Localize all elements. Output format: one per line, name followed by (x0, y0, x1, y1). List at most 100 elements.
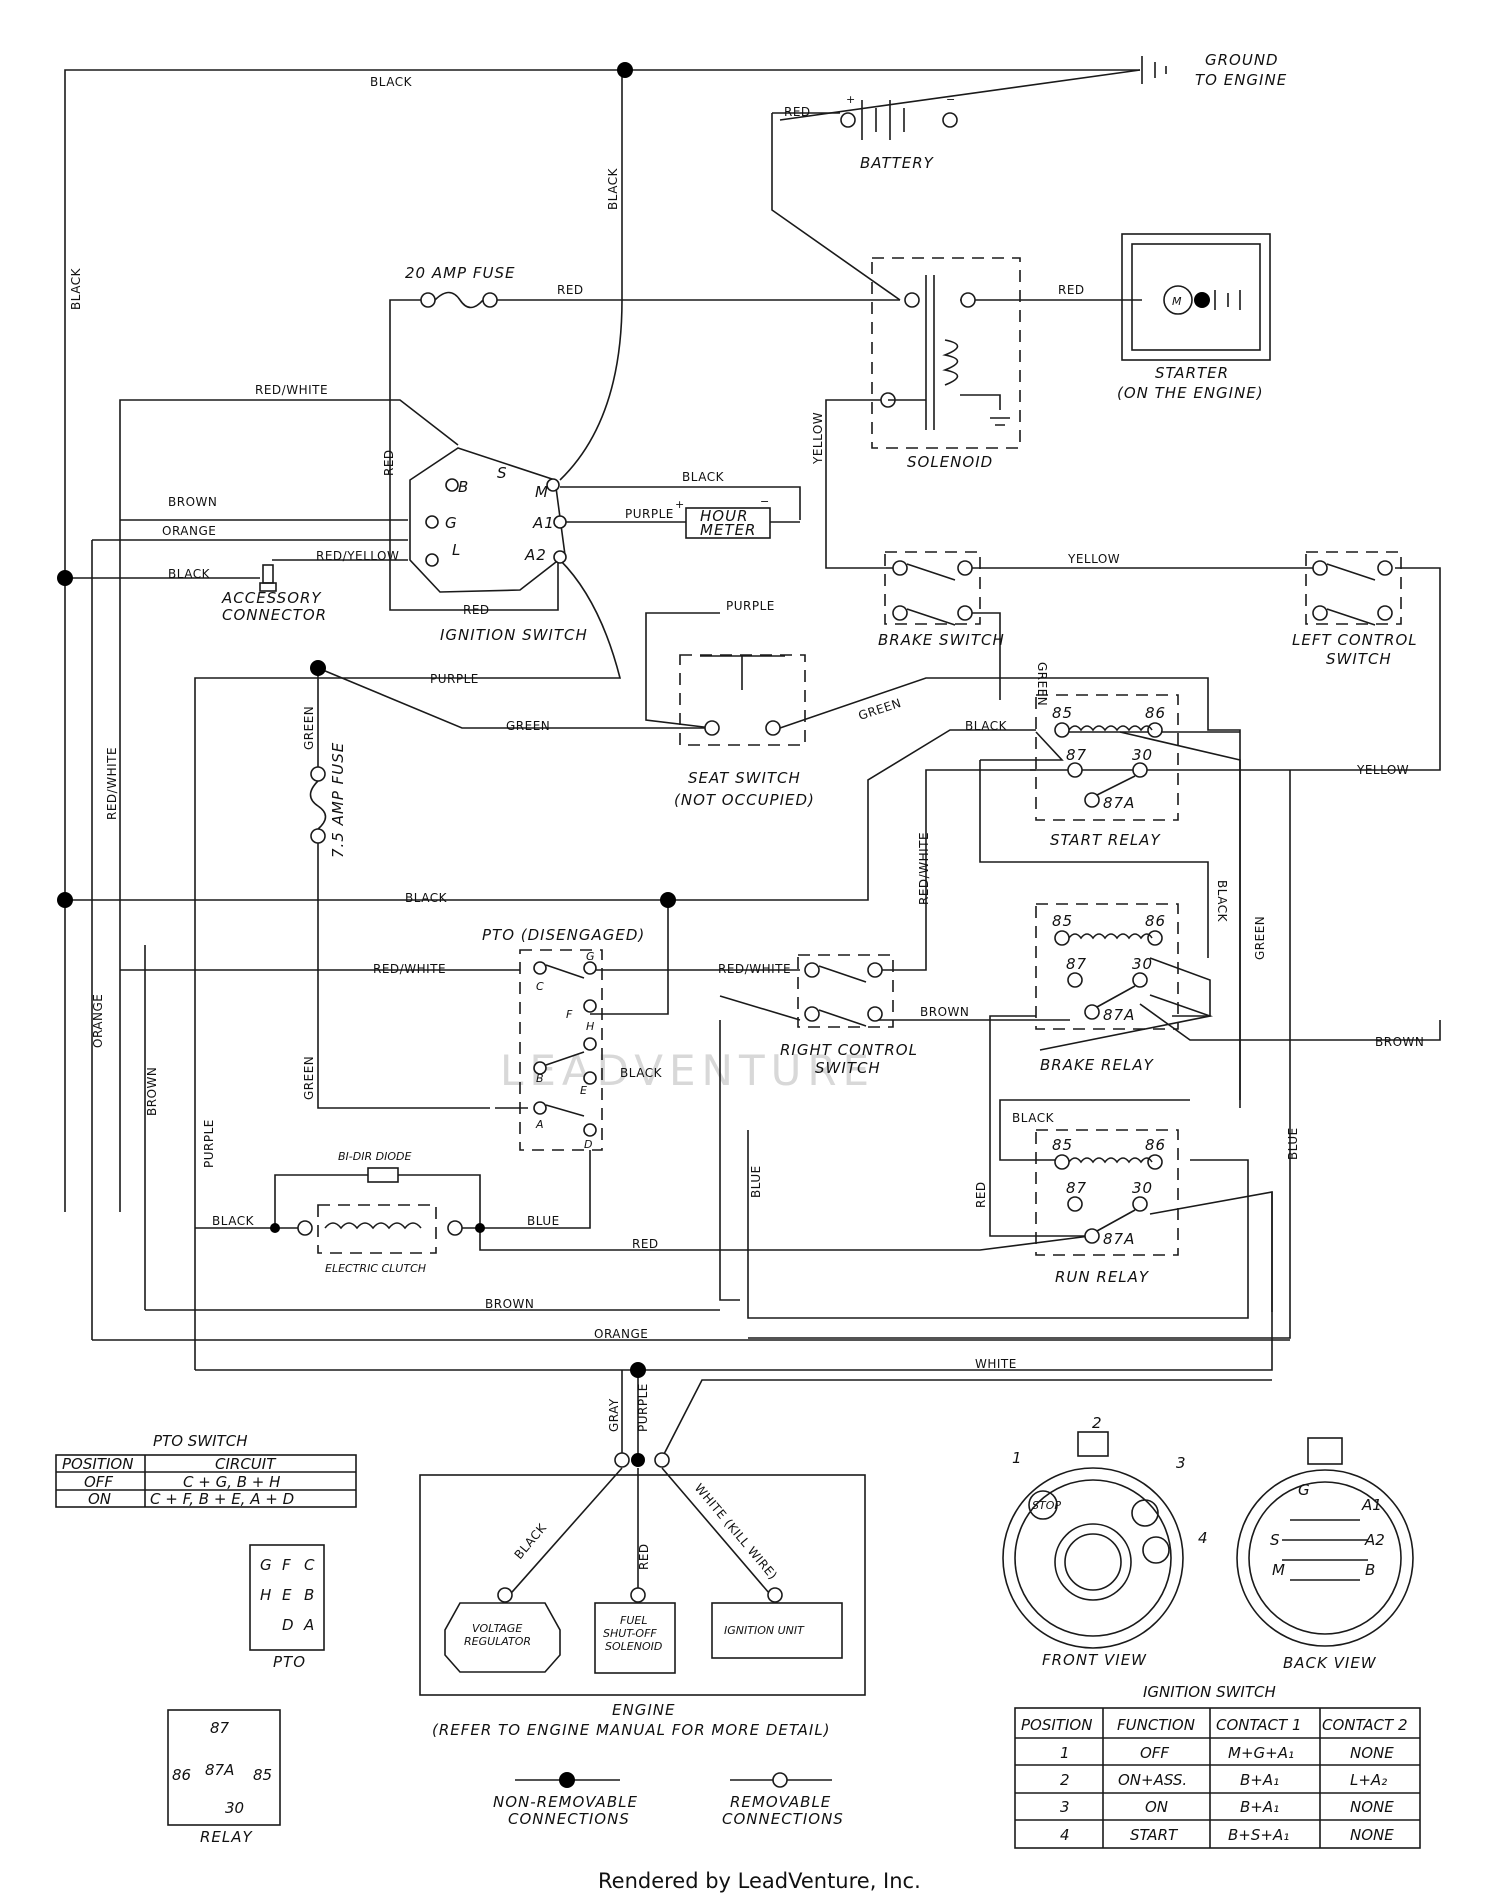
svg-text:STARTER: STARTER (1155, 364, 1229, 382)
svg-text:L: L (452, 541, 461, 559)
svg-text:ACCESSORY: ACCESSORY (221, 589, 322, 607)
hour-meter: + − HOUR METER (675, 495, 771, 539)
relay-pinout: 87 86 87A 85 30 RELAY (167, 1709, 281, 1846)
svg-text:ON: ON (88, 1490, 111, 1508)
svg-text:A2: A2 (1364, 1531, 1385, 1549)
svg-text:POSITION: POSITION (1021, 1716, 1092, 1734)
svg-text:1: 1 (1060, 1744, 1070, 1762)
svg-text:4: 4 (1198, 1529, 1208, 1547)
svg-text:(REFER TO ENGINE MANUAL FOR MO: (REFER TO ENGINE MANUAL FOR MORE DETAIL) (432, 1721, 831, 1739)
svg-text:85: 85 (253, 1766, 272, 1784)
brake-relay: 85 86 87 30 87A BRAKE RELAY (1035, 903, 1179, 1074)
svg-text:CIRCUIT: CIRCUIT (215, 1455, 277, 1473)
svg-text:S: S (497, 464, 508, 482)
svg-text:PTO (DISENGAGED): PTO (DISENGAGED) (482, 926, 645, 944)
brake-switch: BRAKE SWITCH (878, 551, 1005, 649)
svg-text:START RELAY: START RELAY (1050, 831, 1161, 849)
svg-text:M+G+A₁: M+G+A₁ (1228, 1744, 1294, 1762)
svg-text:B: B (1365, 1561, 1375, 1579)
svg-text:C + F, B + E, A + D: C + F, B + E, A + D (150, 1490, 294, 1508)
svg-text:SWITCH: SWITCH (1326, 650, 1392, 668)
svg-text:86: 86 (172, 1766, 191, 1784)
svg-text:ENGINE: ENGINE (612, 1701, 675, 1719)
svg-text:RED: RED (1058, 283, 1085, 297)
svg-text:GREEN: GREEN (302, 706, 316, 750)
ignition-switch-table: IGNITION SWITCH POSITION FUNCTION CONTAC… (1014, 1683, 1421, 1849)
svg-text:M: M (535, 483, 549, 501)
fuse-20-amp: 20 AMP FUSE (405, 264, 515, 309)
svg-text:BLACK: BLACK (1012, 1111, 1055, 1125)
svg-text:PTO SWITCH: PTO SWITCH (153, 1432, 247, 1450)
svg-text:VOLTAGE: VOLTAGE (472, 1622, 522, 1635)
engine-box: VOLTAGE REGULATOR FUEL SHUT-OFF SOLENOID… (419, 1452, 866, 1739)
svg-text:TO ENGINE: TO ENGINE (1195, 71, 1287, 89)
svg-text:RED/WHITE: RED/WHITE (718, 962, 791, 976)
svg-text:BI-DIR DIODE: BI-DIR DIODE (338, 1150, 411, 1163)
svg-text:+: + (846, 93, 855, 106)
svg-text:BLACK: BLACK (212, 1214, 255, 1228)
svg-text:RED/WHITE: RED/WHITE (373, 962, 446, 976)
svg-text:C + G, B + H: C + G, B + H (183, 1473, 280, 1491)
svg-text:RED: RED (784, 105, 811, 119)
svg-text:20 AMP FUSE: 20 AMP FUSE (405, 264, 515, 282)
svg-text:85: 85 (1052, 1136, 1073, 1154)
svg-text:SEAT SWITCH: SEAT SWITCH (688, 769, 801, 787)
svg-text:OFF: OFF (1140, 1744, 1169, 1762)
svg-text:30: 30 (1132, 746, 1153, 764)
svg-text:L+A₂: L+A₂ (1350, 1771, 1387, 1789)
svg-text:RED: RED (382, 449, 396, 476)
svg-text:SHUT-OFF: SHUT-OFF (603, 1627, 657, 1640)
svg-text:ON+ASS.: ON+ASS. (1118, 1771, 1187, 1789)
svg-text:BRAKE SWITCH: BRAKE SWITCH (878, 631, 1005, 649)
svg-text:RIGHT CONTROL: RIGHT CONTROL (780, 1041, 918, 1059)
svg-text:85: 85 (1052, 704, 1073, 722)
svg-text:RED/WHITE: RED/WHITE (255, 383, 328, 397)
start-relay: 85 86 87 30 87A START RELAY (1035, 694, 1179, 849)
svg-text:M: M (1272, 1561, 1285, 1579)
svg-text:POSITION: POSITION (62, 1455, 133, 1473)
svg-text:CONNECTIONS: CONNECTIONS (722, 1810, 844, 1828)
svg-text:F: F (566, 1008, 573, 1021)
svg-text:H: H (586, 1020, 594, 1033)
svg-text:(NOT OCCUPIED): (NOT OCCUPIED) (674, 791, 815, 809)
pto-switch: G C F H B E A D PTO (DISENGAGED) (482, 926, 645, 1151)
svg-text:BLUE: BLUE (749, 1165, 763, 1198)
svg-text:NONE: NONE (1350, 1826, 1394, 1844)
starter: M STARTER (ON THE ENGINE) (1117, 233, 1271, 402)
svg-text:B+A₁: B+A₁ (1240, 1771, 1279, 1789)
svg-text:86: 86 (1145, 912, 1166, 930)
svg-text:BACK VIEW: BACK VIEW (1283, 1654, 1377, 1672)
connections-legend: NON-REMOVABLE CONNECTIONS REMOVABLE CONN… (493, 1772, 844, 1828)
accessory-connector: ACCESSORY CONNECTOR (221, 564, 326, 624)
svg-text:RED/YELLOW: RED/YELLOW (316, 549, 399, 563)
svg-text:A1: A1 (1361, 1496, 1382, 1514)
svg-text:86: 86 (1145, 1136, 1166, 1154)
svg-text:BLACK: BLACK (168, 567, 211, 581)
svg-text:BLACK: BLACK (405, 891, 448, 905)
svg-text:BATTERY: BATTERY (860, 154, 935, 172)
svg-text:BROWN: BROWN (168, 495, 217, 509)
solenoid: SOLENOID (871, 257, 1021, 471)
ignition-switch: B S M G A1 L A2 IGNITION SWITCH (425, 464, 587, 644)
ground-symbol: GROUND TO ENGINE (1141, 51, 1287, 89)
svg-text:NONE: NONE (1350, 1798, 1394, 1816)
svg-text:GRAY: GRAY (607, 1398, 621, 1432)
svg-text:87A: 87A (1103, 794, 1135, 812)
wires (64, 69, 1441, 1601)
ignition-front-view: STOP 2 1 3 4 FRONT VIEW (1002, 1414, 1208, 1669)
svg-text:30: 30 (1132, 1179, 1153, 1197)
left-control-switch: LEFT CONTROL SWITCH (1292, 551, 1417, 668)
svg-text:BLACK: BLACK (69, 267, 83, 310)
svg-text:2: 2 (1092, 1414, 1102, 1432)
footer-credit: Rendered by LeadVenture, Inc. (598, 1869, 921, 1893)
svg-text:GREEN: GREEN (1035, 662, 1049, 706)
pto-switch-table: PTO SWITCH POSITION CIRCUIT OFF C + G, B… (55, 1432, 357, 1508)
svg-text:RELAY: RELAY (200, 1828, 254, 1846)
svg-text:IGNITION UNIT: IGNITION UNIT (724, 1624, 805, 1637)
svg-text:GROUND: GROUND (1205, 51, 1279, 69)
svg-text:RUN RELAY: RUN RELAY (1055, 1268, 1150, 1286)
svg-text:87: 87 (1066, 746, 1087, 764)
svg-text:B+S+A₁: B+S+A₁ (1228, 1826, 1289, 1844)
svg-text:H: H (260, 1586, 271, 1604)
svg-text:OFF: OFF (84, 1473, 113, 1491)
